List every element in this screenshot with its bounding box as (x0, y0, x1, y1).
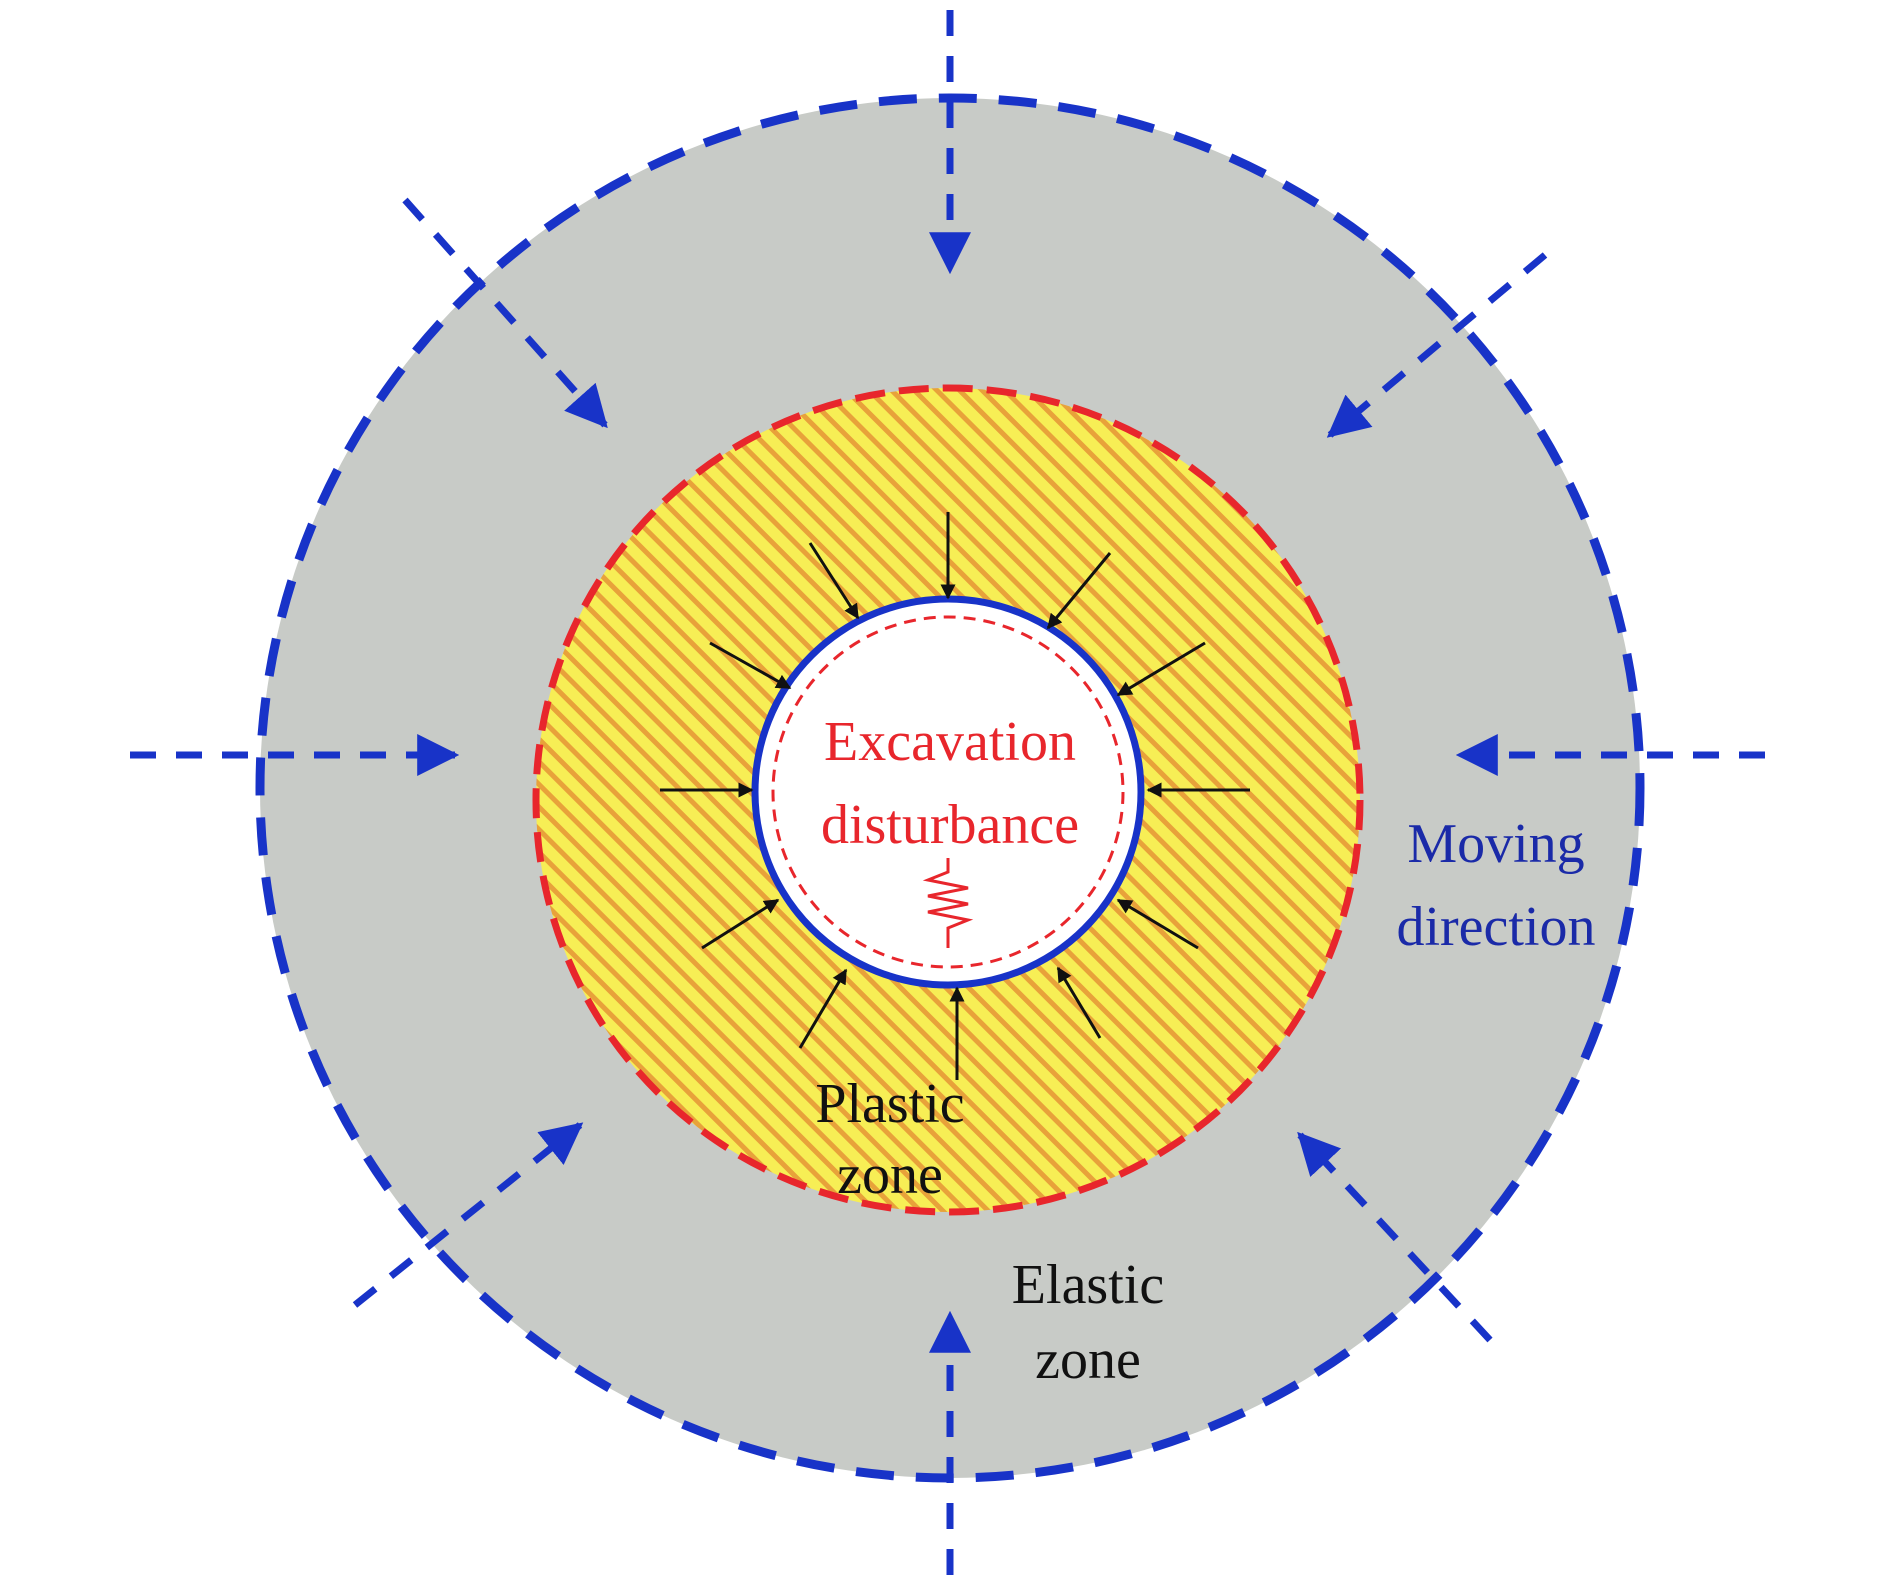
moving-direction-label-line2: direction (1396, 896, 1595, 958)
moving-direction-label-line1: Moving (1407, 813, 1584, 875)
excavation-label-line1: Excavation (824, 711, 1076, 773)
pressure-arrow (1056, 966, 1102, 1039)
disturbance-icon (922, 858, 974, 948)
moving-direction-arrows (130, 10, 1765, 1575)
pressure-arrow (808, 542, 860, 620)
pressure-arrow (701, 898, 780, 950)
pressure-arrow (1116, 898, 1199, 950)
blue-arrow-top-left (402, 197, 608, 429)
pressure-arrow (1046, 552, 1112, 630)
excavation-inner-dashed (771, 615, 1125, 969)
elastic-zone-label-line2: zone (1035, 1329, 1141, 1391)
pressure-arrow (798, 968, 848, 1049)
blue-arrow-top-right (1326, 252, 1548, 438)
pressure-arrows (660, 512, 1250, 1080)
excavation-label-line2: disturbance (821, 794, 1079, 856)
plastic-zone-label-line2: zone (837, 1144, 943, 1206)
blue-arrow-bottom-left (352, 1122, 584, 1308)
blue-arrow-bottom-right (1297, 1131, 1493, 1343)
pressure-arrow (1116, 641, 1206, 697)
elastic-zone-label-line1: Elastic (1012, 1254, 1164, 1316)
plastic-zone-label-line1: Plastic (815, 1073, 964, 1135)
pressure-arrow (709, 641, 792, 690)
